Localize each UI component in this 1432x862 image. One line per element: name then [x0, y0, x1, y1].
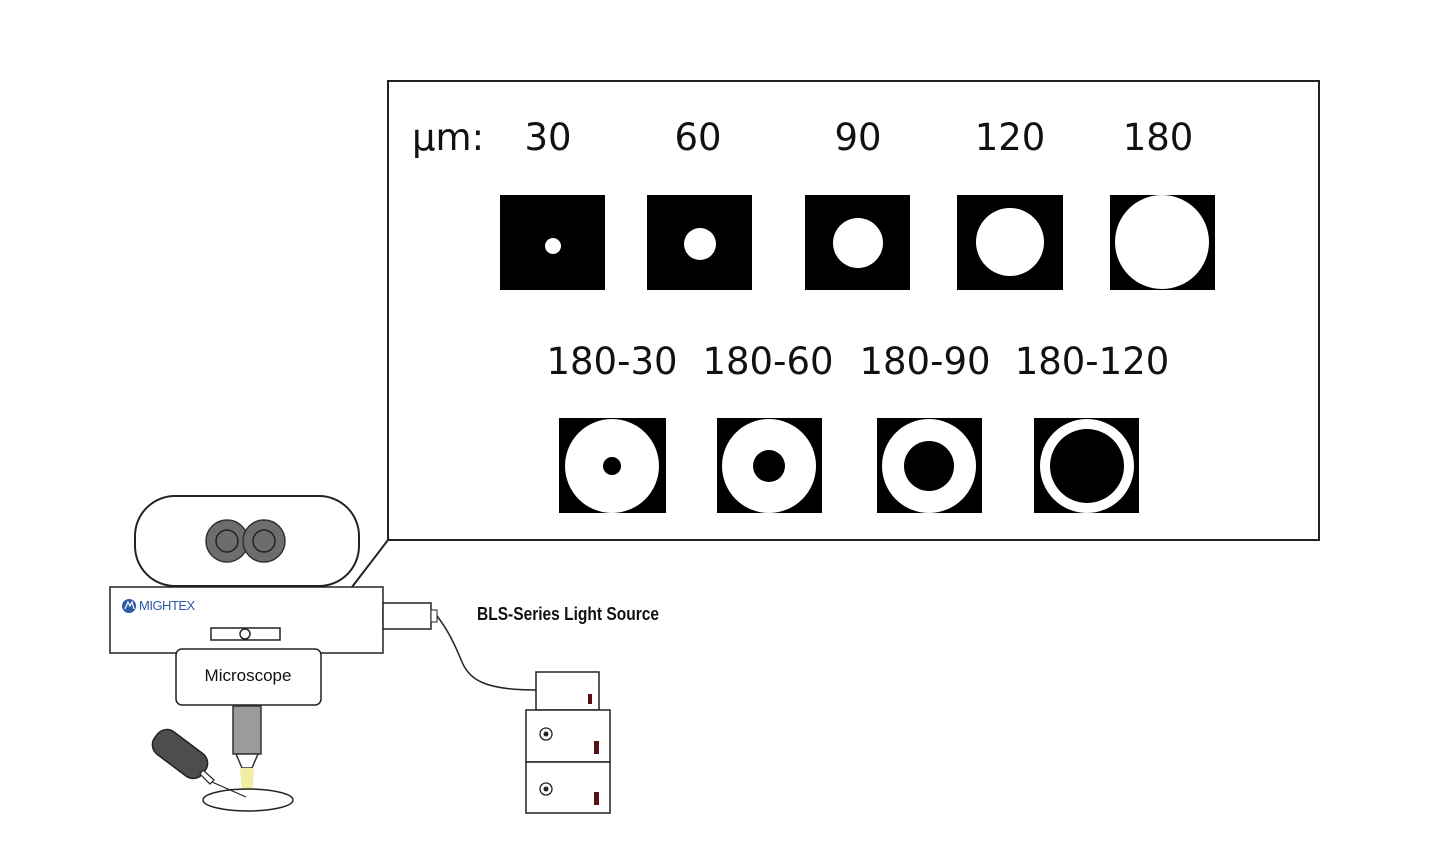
light-source-module-1: [525, 709, 611, 763]
spot-label: 180: [1123, 116, 1194, 159]
spot-pattern-30: [500, 195, 605, 290]
microscope-illustration: MIGHTEX Microscope: [109, 495, 438, 812]
ring-pattern-180-120: [1034, 418, 1139, 513]
fiber-cable: [436, 615, 537, 691]
spot-label: 90: [834, 116, 881, 159]
microscope-label: Microscope: [205, 666, 292, 685]
spot-label: 120: [975, 116, 1046, 159]
spot-pattern-60: [647, 195, 752, 290]
light-port-connector: [430, 609, 438, 623]
spot-pattern-180: [1110, 195, 1215, 290]
spot-label: 30: [524, 116, 571, 159]
light-port: [382, 602, 432, 630]
ring-label: 180-30: [546, 340, 677, 383]
eyepiece-left-icon: [205, 519, 249, 563]
light-source-module-2: [525, 761, 611, 814]
spot-pattern-row: 30 60 90 120 180: [500, 116, 1215, 290]
ring-pattern-180-60: [717, 418, 822, 513]
microscope-lower-body: [175, 648, 322, 706]
objective-lens: [232, 705, 262, 755]
objective-tip: [234, 753, 260, 769]
spot-pattern-120: [957, 195, 1063, 290]
ring-label: 180-120: [1015, 340, 1170, 383]
ring-pattern-180-90: [877, 418, 982, 513]
sample-dish: [202, 788, 294, 812]
module-2-knob-icon: [539, 782, 553, 796]
pattern-inset-panel: [387, 80, 1320, 541]
eyepiece-right-icon: [242, 519, 286, 563]
slider-control-icon: [210, 627, 281, 641]
brand-logo-text: MIGHTEX: [139, 598, 196, 613]
ring-label: 180-90: [859, 340, 990, 383]
mightex-logo-icon: [122, 599, 136, 613]
inset-pointer-line: [351, 539, 389, 588]
module-2-indicator: [594, 792, 599, 805]
electrode-probe: [151, 728, 247, 798]
ring-pattern-row: 180-30 180-60 180-90 180-120: [546, 340, 1169, 513]
spot-pattern-90: [805, 195, 910, 290]
module-1-indicator: [594, 741, 599, 754]
light-source-label: BLS-Series Light Source: [477, 604, 659, 624]
module-1-knob-icon: [539, 727, 553, 741]
spot-label: 60: [674, 116, 721, 159]
unit-label: µm:: [412, 116, 484, 159]
microscope-body: [109, 586, 384, 654]
light-source-head: [535, 671, 600, 711]
light-source-unit: [525, 671, 611, 814]
ring-label: 180-60: [702, 340, 833, 383]
light-source-head-indicator: [588, 694, 592, 704]
ring-pattern-180-30: [559, 418, 666, 513]
